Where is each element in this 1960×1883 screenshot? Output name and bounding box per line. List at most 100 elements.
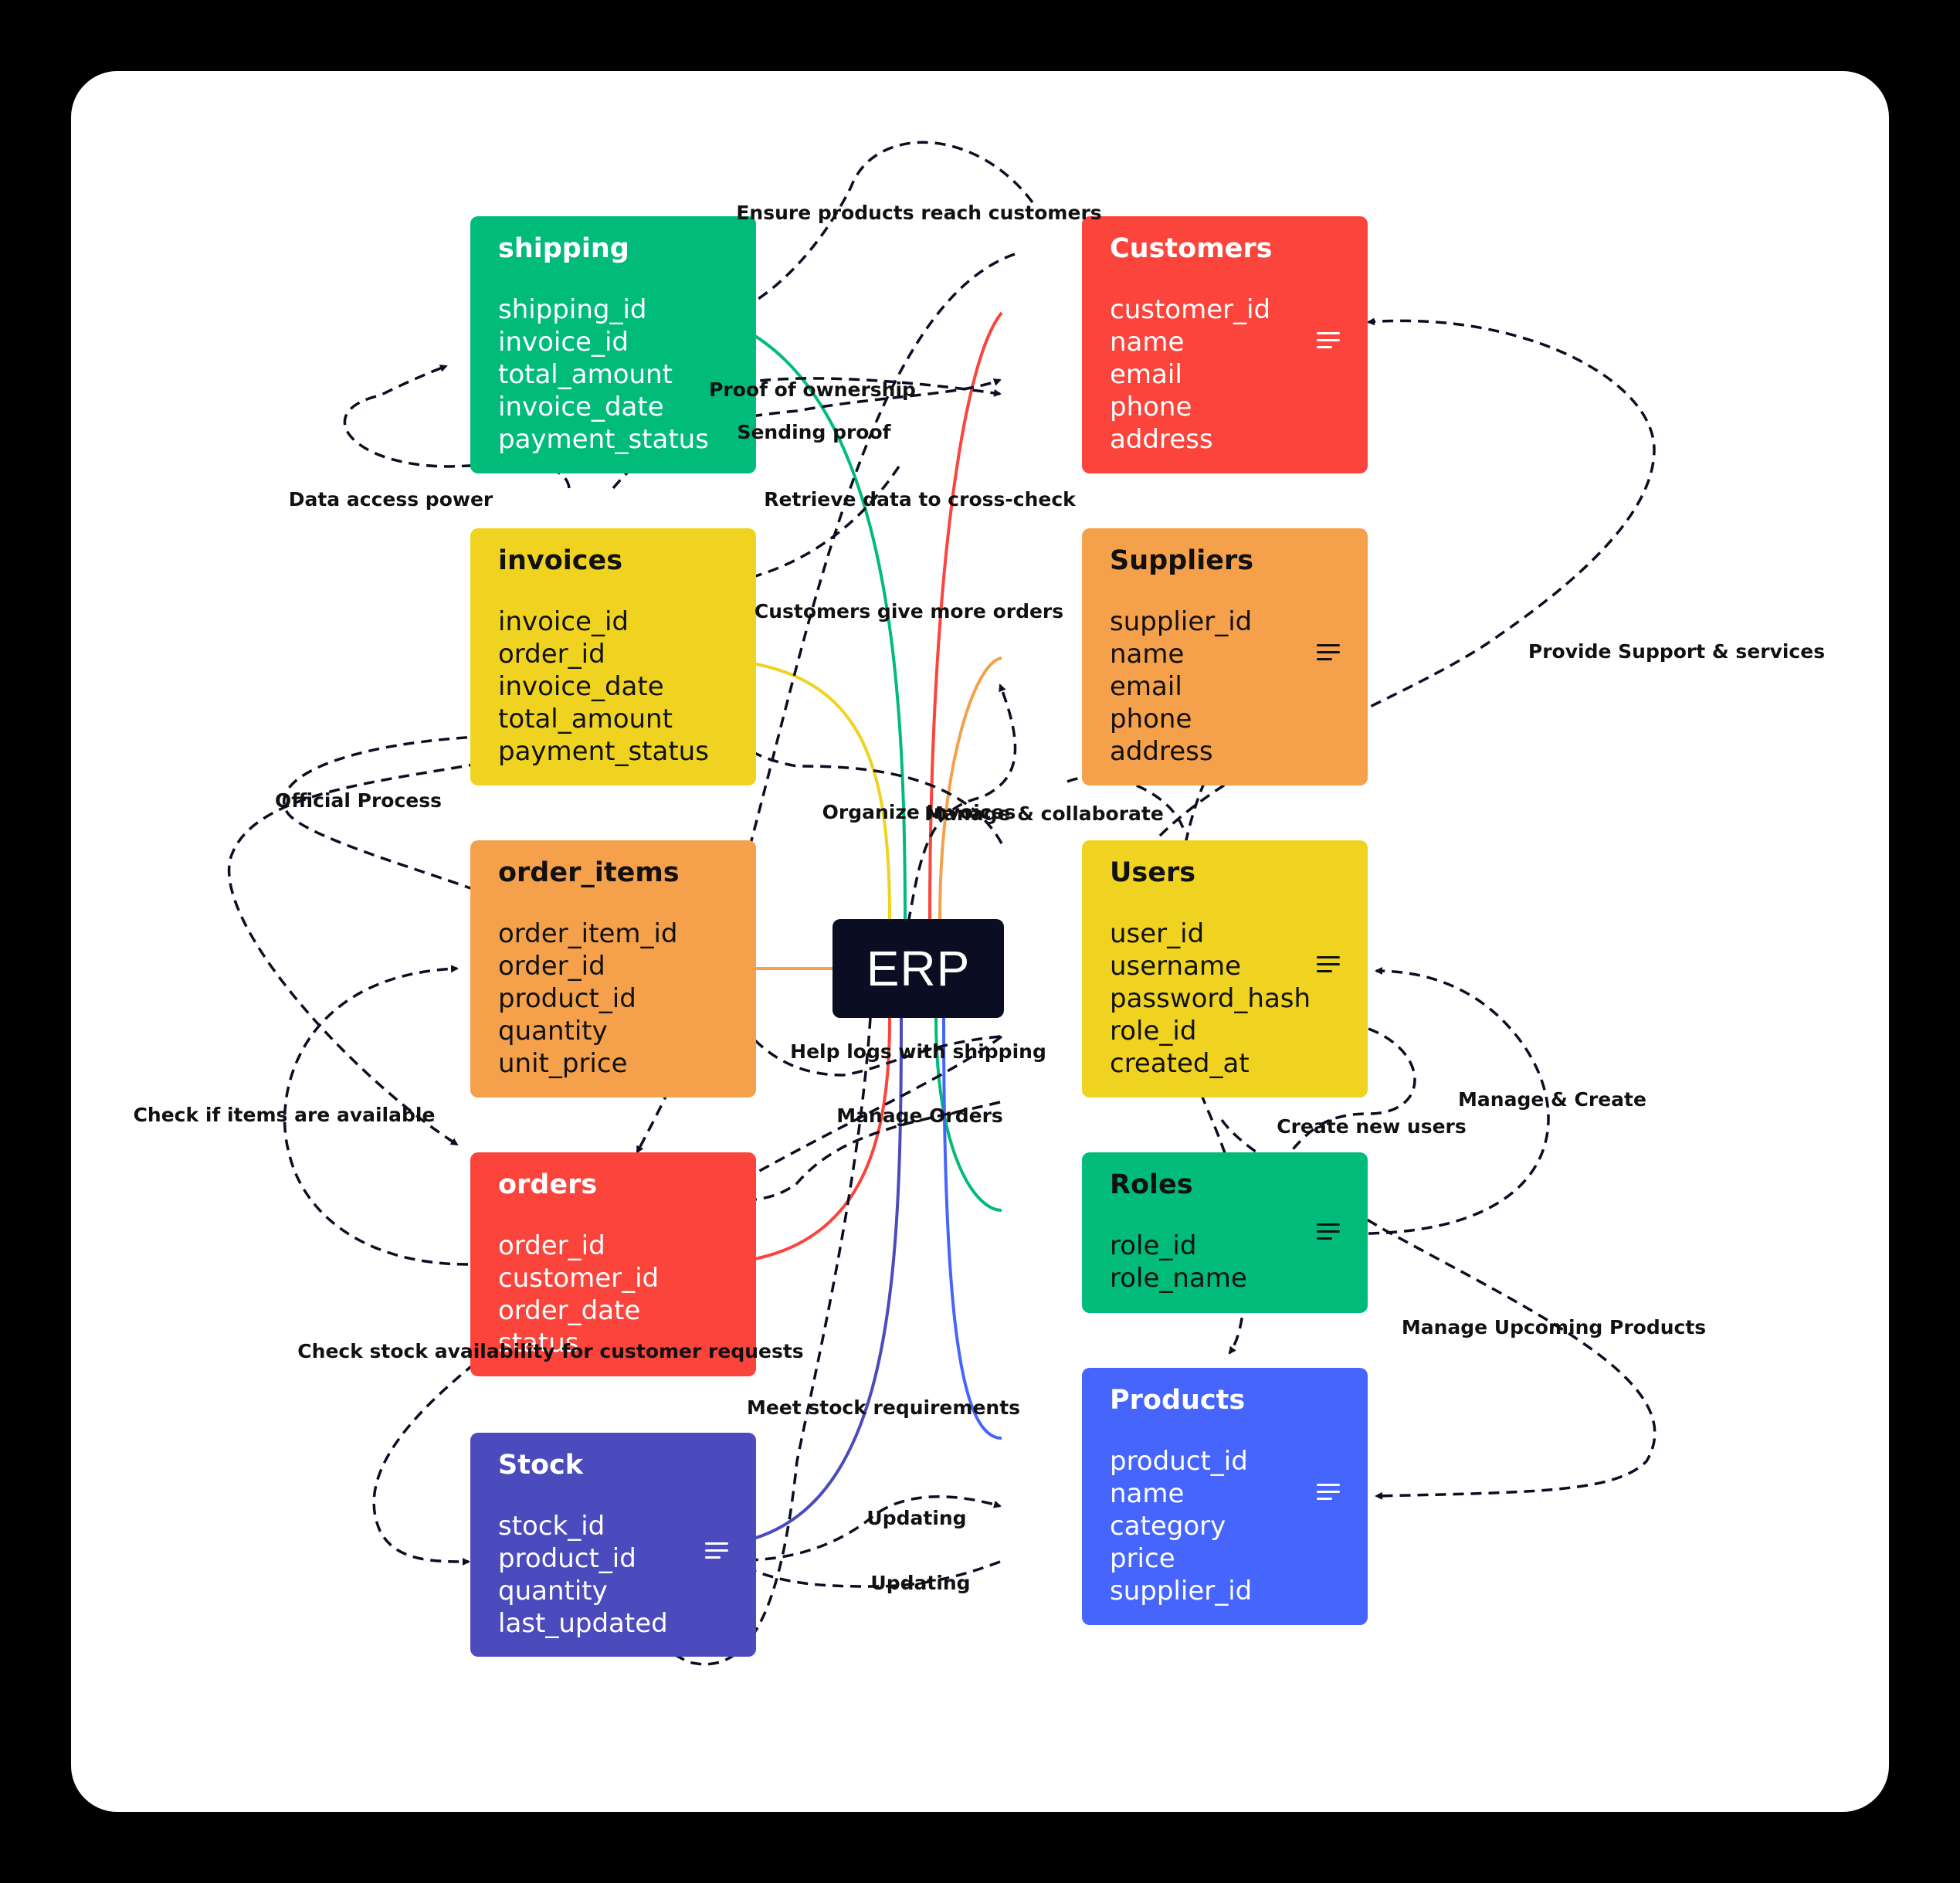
entity-shipping[interactable]: shipping shipping_id invoice_id total_am…	[470, 216, 756, 473]
field: payment_status	[498, 424, 709, 455]
curve-retrieve-data	[704, 466, 900, 589]
curve-manage-orders	[704, 1101, 1001, 1204]
field: product_id	[498, 983, 636, 1014]
field: role_id	[1110, 1230, 1197, 1261]
curve-data-access	[343, 365, 571, 489]
label-help-logs: Help logs with shipping	[790, 1040, 1046, 1063]
label-manage-collaborate: Manage & collaborate	[924, 802, 1164, 825]
field: address	[1110, 736, 1213, 767]
entity-title: Customers	[1110, 233, 1273, 264]
label-official-process: Official Process	[274, 789, 443, 812]
label-data-access: Data access power	[288, 488, 493, 511]
entity-stock[interactable]: Stock stock_id product_id quantity last_…	[470, 1433, 756, 1657]
field: order_date	[498, 1295, 641, 1326]
field: status	[498, 1328, 579, 1359]
field: phone	[1110, 704, 1192, 735]
entity-title: invoices	[498, 545, 623, 576]
field: name	[1110, 327, 1185, 358]
menu-icon[interactable]	[1317, 332, 1340, 353]
link-hub-suppliers	[938, 657, 1002, 920]
field: price	[1110, 1543, 1175, 1574]
label-manage-create: Manage & Create	[1458, 1088, 1646, 1111]
field: user_id	[1110, 918, 1205, 949]
erp-hub[interactable]: ERP	[832, 919, 1004, 1018]
field: supplier_id	[1110, 1576, 1253, 1606]
label-create-users: Create new users	[1277, 1115, 1467, 1138]
field: created_at	[1110, 1048, 1250, 1079]
field: order_id	[498, 951, 605, 982]
entity-title: order_items	[498, 857, 680, 888]
link-hub-products	[942, 1017, 1002, 1440]
label-retrieve-data: Retrieve data to cross-check	[764, 488, 1076, 511]
label-organize-invoices: Organize Invoices	[822, 801, 1016, 823]
field: quantity	[498, 1016, 608, 1047]
entity-title: shipping	[498, 233, 629, 264]
label-updating-2: Updating	[870, 1572, 971, 1594]
label-check-stock: Check stock availability for customer re…	[297, 1340, 804, 1362]
field: email	[1110, 359, 1182, 390]
field: invoice_id	[498, 327, 629, 358]
entity-roles[interactable]: Roles role_id role_name	[1082, 1152, 1368, 1313]
field: invoice_date	[498, 671, 664, 702]
curve-check-items	[283, 965, 469, 1266]
field: name	[1110, 1478, 1185, 1509]
link-hub-customers	[928, 311, 1003, 920]
menu-icon[interactable]	[1317, 956, 1340, 977]
field: order_item_id	[498, 918, 678, 949]
entity-suppliers[interactable]: Suppliers supplier_id name email phone a…	[1082, 528, 1368, 785]
entity-customers[interactable]: Customers customer_id name email phone a…	[1082, 216, 1368, 473]
field: password_hash	[1110, 983, 1311, 1014]
field: order_id	[498, 1230, 605, 1261]
entity-order-items[interactable]: order_items order_item_id order_id produ…	[470, 840, 756, 1098]
curve-create-users	[1282, 1027, 1416, 1162]
field: last_updated	[498, 1608, 668, 1639]
field: supplier_id	[1110, 606, 1253, 637]
entity-orders[interactable]: orders order_id customer_id order_date s…	[470, 1152, 756, 1376]
field: shipping_id	[498, 294, 647, 325]
field: invoice_id	[498, 606, 629, 637]
link-hub-roles	[934, 1017, 1002, 1212]
field: product_id	[498, 1543, 636, 1574]
field: product_id	[1110, 1446, 1248, 1477]
link-hub-orders	[699, 1017, 891, 1266]
entity-invoices[interactable]: invoices invoice_id order_id invoice_dat…	[470, 528, 756, 785]
entity-users[interactable]: Users user_id username password_hash rol…	[1082, 840, 1368, 1098]
field: order_id	[498, 639, 605, 670]
menu-icon[interactable]	[1317, 1223, 1340, 1244]
entity-products[interactable]: Products product_id name category price …	[1082, 1368, 1368, 1625]
label-check-items: Check if items are available	[133, 1104, 436, 1126]
label-manage-upcoming: Manage Upcoming Products	[1401, 1316, 1707, 1338]
label-proof-ownership: Proof of ownership	[709, 378, 916, 401]
label-meet-stock: Meet stock requirements	[746, 1396, 1021, 1419]
field: quantity	[498, 1576, 608, 1606]
entity-title: Stock	[498, 1450, 584, 1481]
curve-manage-collaborate	[896, 684, 1017, 975]
label-ensure-products: Ensure products reach customers	[736, 202, 1102, 224]
field: customer_id	[498, 1263, 660, 1294]
menu-icon[interactable]	[705, 1542, 728, 1563]
menu-icon[interactable]	[1317, 1484, 1340, 1505]
field: invoice_date	[498, 392, 664, 422]
entity-title: Suppliers	[1110, 545, 1254, 576]
erp-logo-text: ERP	[866, 941, 971, 996]
link-hub-shipping	[699, 311, 907, 920]
menu-icon[interactable]	[1317, 644, 1340, 665]
field: total_amount	[498, 704, 673, 735]
link-hub-invoices	[699, 657, 891, 920]
field: email	[1110, 671, 1182, 702]
field: payment_status	[498, 736, 709, 767]
entity-title: Roles	[1110, 1169, 1193, 1200]
label-provide-support: Provide Support & services	[1528, 640, 1826, 663]
field: address	[1110, 424, 1213, 455]
entity-title: Products	[1110, 1385, 1246, 1416]
diagram-canvas: shipping shipping_id invoice_id total_am…	[71, 71, 1889, 1812]
entity-title: Users	[1110, 857, 1196, 888]
label-updating-1: Updating	[866, 1507, 967, 1529]
label-customers-more: Customers give more orders	[754, 600, 1064, 623]
field: stock_id	[498, 1511, 605, 1542]
field: name	[1110, 639, 1185, 670]
curve-check-stock	[372, 1035, 1003, 1566]
curve-manage-create	[1368, 967, 1550, 1235]
label-manage-orders: Manage Orders	[836, 1104, 1003, 1127]
field: total_amount	[498, 359, 673, 390]
